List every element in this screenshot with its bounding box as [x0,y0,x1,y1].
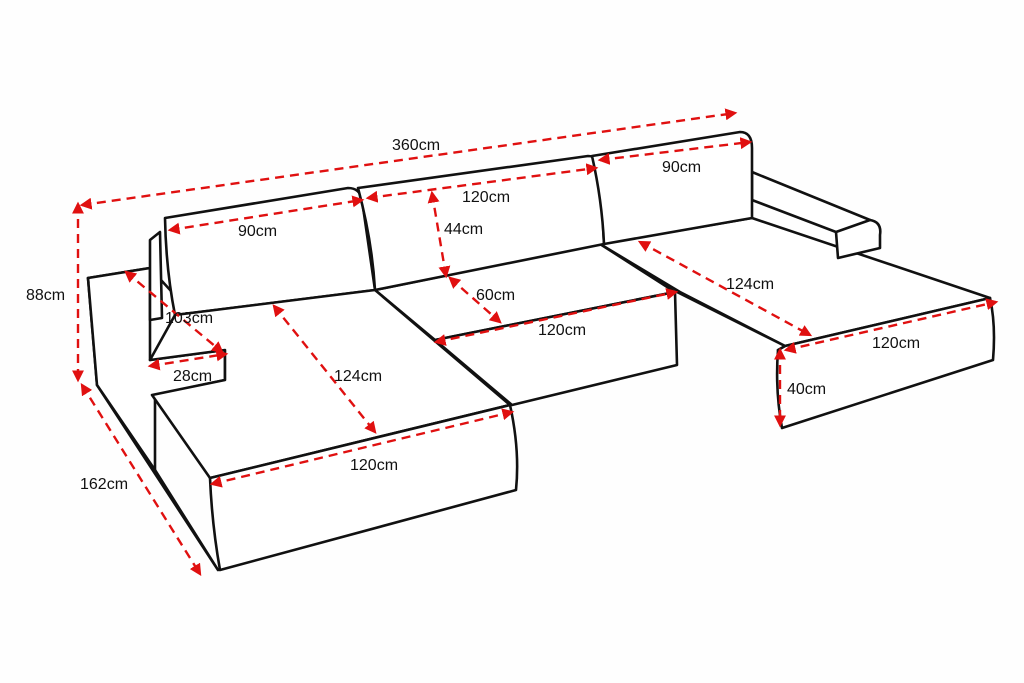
arrow-middle-seat-width [433,288,679,346]
label-total-height: 88cm [26,287,65,304]
arrow-back-right [597,137,753,165]
arrow-back-middle [365,163,599,203]
arrow-arm-length [124,270,224,354]
arrow-chaise-left-depth [272,304,377,434]
dimension-arrows [72,108,999,577]
arrow-back-left [167,195,365,235]
label-chaise-left-depth: 124cm [334,368,382,385]
arrow-chaise-left-width [209,408,515,488]
label-back-middle: 120cm [462,189,510,206]
label-back-left: 90cm [238,223,277,240]
label-back-right: 90cm [662,159,701,176]
label-arm-width: 28cm [173,368,212,385]
label-back-height: 44cm [444,221,483,238]
right-armrest-face [834,218,872,234]
label-chaise-right-depth: 124cm [726,276,774,293]
arrow-total-width [79,108,738,210]
right-armrest [750,170,882,260]
back-cushion-left-rear [148,230,164,322]
label-seat-depth-middle: 60cm [476,287,515,304]
dimension-labels: 360cm 90cm 120cm 90cm 44cm 60cm 88cm 103… [26,137,920,493]
label-seat-height: 40cm [787,381,826,398]
label-middle-seat-width: 120cm [538,322,586,339]
sofa-outline [86,130,996,572]
label-total-depth: 162cm [80,476,128,493]
arrow-chaise-right-width [783,298,999,354]
label-total-width: 360cm [392,137,440,154]
label-arm-length: 103cm [165,310,213,327]
label-chaise-right-width: 120cm [872,335,920,352]
arrow-chaise-right-depth [637,240,813,337]
arrow-total-depth [80,382,202,577]
arrow-arm-width [147,349,229,371]
label-chaise-left-width: 120cm [350,457,398,474]
